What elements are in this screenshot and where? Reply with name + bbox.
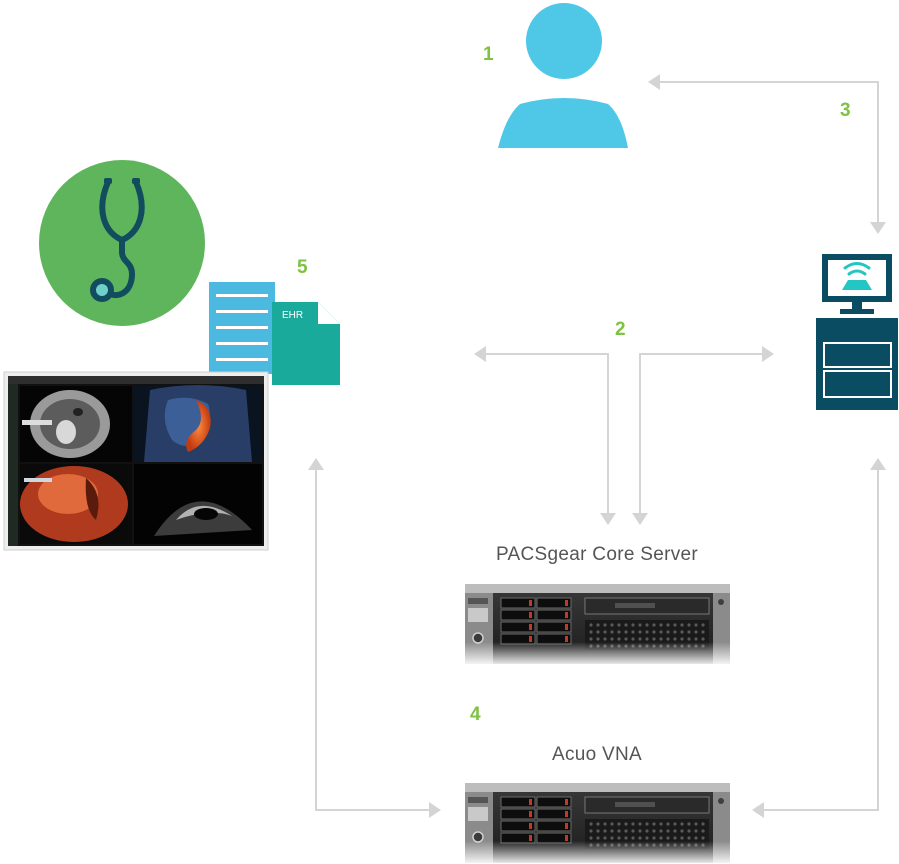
step-number-workstation-exchange: 3	[840, 100, 851, 121]
arrowhead-core-b	[632, 513, 648, 525]
vna-server	[465, 783, 730, 863]
core-server-label: PACSgear Core Server	[495, 544, 699, 565]
ehr-label: EHR	[282, 310, 303, 321]
vna-server-rack-icon	[465, 783, 730, 863]
arrowhead-workstation-top	[870, 222, 886, 234]
ehr-document-icon: EHR	[209, 282, 340, 385]
core-server	[465, 584, 730, 664]
arrow-core-left-branch	[484, 353, 609, 516]
arrowhead-workstation-bottom	[870, 458, 886, 470]
step-number-archive: 4	[470, 704, 481, 725]
step-number-core-exchange: 2	[615, 319, 626, 340]
arrowhead-left-branch	[474, 346, 486, 362]
connector-arrows	[315, 81, 879, 811]
workstation-icon	[816, 254, 898, 410]
arrow-heads	[308, 74, 886, 818]
arrowhead-user	[648, 74, 660, 90]
arrowhead-viewer	[308, 458, 324, 470]
step-number-user: 1	[483, 44, 494, 65]
arrowhead-core-a	[600, 513, 616, 525]
stethoscope-icon	[39, 160, 205, 326]
arrow-user-workstation	[656, 81, 879, 226]
arrow-core-right-branch	[639, 353, 764, 516]
arrow-viewer-vna	[315, 468, 432, 811]
arrow-workstation-vna	[762, 468, 879, 811]
arrowhead-vna-left	[429, 802, 441, 818]
core-server-rack-icon	[465, 584, 730, 664]
user-icon	[498, 3, 628, 148]
step-number-ehr: 5	[297, 257, 308, 278]
arrowhead-vna-right	[752, 802, 764, 818]
arrowhead-right-branch	[762, 346, 774, 362]
imaging-viewer-image	[3, 371, 269, 551]
vna-server-label: Acuo VNA	[551, 744, 643, 765]
